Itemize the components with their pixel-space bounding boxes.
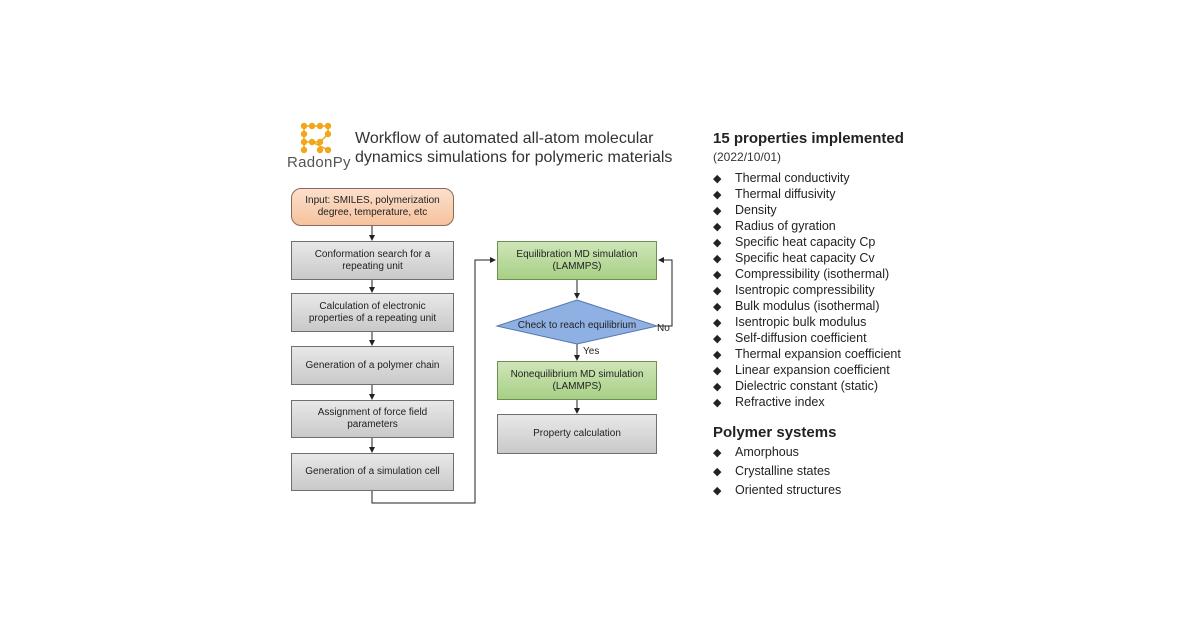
list-item: ◆ Specific heat capacity Cp: [713, 234, 901, 250]
diamond-bullet-icon: ◆: [713, 365, 722, 377]
list-item: ◆ Refractive index: [713, 394, 901, 410]
list-item-label: Isentropic compressibility: [735, 283, 875, 297]
list-item-label: Compressibility (isothermal): [735, 267, 890, 281]
list-item-label: Oriented structures: [735, 483, 842, 497]
list-item: ◆ Specific heat capacity Cv: [713, 250, 901, 266]
diamond-bullet-icon: ◆: [713, 221, 722, 233]
equilibration-box: Equilibration MD simulation (LAMMPS): [497, 241, 657, 280]
list-item: ◆ Thermal expansion coefficient: [713, 346, 901, 362]
property-calculation-label: Property calculation: [533, 428, 621, 439]
step-simulation-cell: Generation of a simulation cell: [291, 453, 454, 491]
list-item: ◆ Self-diffusion coefficient: [713, 330, 901, 346]
decision-label: Check to reach equilibrium: [517, 320, 637, 331]
diamond-bullet-icon: ◆: [713, 466, 722, 478]
equilibration-label: Equilibration MD simulation (LAMMPS): [516, 248, 638, 272]
list-item-label: Amorphous: [735, 445, 799, 459]
list-item: ◆ Linear expansion coefficient: [713, 362, 901, 378]
systems-title: Polymer systems: [713, 424, 837, 441]
list-item-label: Thermal expansion coefficient: [735, 347, 901, 361]
diamond-bullet-icon: ◆: [713, 333, 722, 345]
step-label: Generation of a simulation cell: [305, 466, 440, 477]
list-item: ◆ Thermal diffusivity: [713, 186, 901, 202]
radonpy-logo-icon: [300, 122, 332, 154]
properties-date: (2022/10/01): [713, 150, 782, 164]
diamond-bullet-icon: ◆: [713, 253, 722, 265]
diamond-bullet-icon: ◆: [713, 237, 722, 249]
step-label: Assignment of force field parameters: [317, 407, 428, 430]
logo-text: RadonPy: [287, 154, 351, 171]
list-item: ◆ Compressibility (isothermal): [713, 266, 901, 282]
list-item-label: Refractive index: [735, 395, 825, 409]
step-label: Generation of a polymer chain: [305, 359, 440, 371]
list-item-label: Crystalline states: [735, 464, 831, 478]
diamond-bullet-icon: ◆: [713, 173, 722, 185]
properties-list: ◆ Thermal conductivity ◆ Thermal diffusivit…: [713, 170, 901, 410]
list-item-label: Specific heat capacity Cv: [735, 251, 875, 265]
list-item: ◆ Density: [713, 202, 901, 218]
list-item-label: Dielectric constant (static): [735, 379, 879, 393]
list-item-label: Density: [735, 203, 777, 217]
diamond-bullet-icon: ◆: [713, 301, 722, 313]
diamond-bullet-icon: ◆: [713, 317, 722, 329]
list-item: ◆ Bulk modulus (isothermal): [713, 298, 901, 314]
diamond-bullet-icon: ◆: [713, 447, 722, 459]
diamond-bullet-icon: ◆: [713, 269, 722, 281]
input-box: Input: SMILES, polymerization degree, te…: [291, 188, 454, 226]
list-item: ◆ Isentropic bulk modulus: [713, 314, 901, 330]
step-label: Conformation search for a repeating unit: [314, 248, 431, 272]
list-item-label: Thermal conductivity: [735, 171, 850, 185]
list-item-label: Self-diffusion coefficient: [735, 331, 867, 345]
input-text: Input: SMILES, polymerization degree, te…: [305, 195, 440, 218]
step-electronic-properties: Calculation of electronic properties of …: [291, 293, 454, 332]
list-item: ◆ Thermal conductivity: [713, 170, 901, 186]
nonequilibrium-label: Nonequilibrium MD simulation (LAMMPS): [510, 368, 644, 392]
page-title: Workflow of automated all-atom molecular…: [355, 130, 673, 166]
step-conformation-search: Conformation search for a repeating unit: [291, 241, 454, 280]
list-item: ◆ Isentropic compressibility: [713, 282, 901, 298]
no-label: No: [657, 323, 670, 334]
list-item-label: Bulk modulus (isothermal): [735, 299, 880, 313]
list-item-label: Radius of gyration: [735, 219, 836, 233]
list-item: ◆ Dielectric constant (static): [713, 378, 901, 394]
list-item-label: Linear expansion coefficient: [735, 363, 890, 377]
nonequilibrium-box: Nonequilibrium MD simulation (LAMMPS): [497, 361, 657, 400]
list-item-label: Thermal diffusivity: [735, 187, 836, 201]
property-calculation-box: Property calculation: [497, 414, 657, 454]
list-item: ◆ Oriented structures: [713, 481, 841, 500]
diamond-bullet-icon: ◆: [713, 397, 722, 409]
diamond-bullet-icon: ◆: [713, 205, 722, 217]
properties-title: 15 properties implemented: [713, 130, 904, 147]
list-item: ◆ Crystalline states: [713, 462, 841, 481]
list-item: ◆ Amorphous: [713, 443, 841, 462]
list-item-label: Isentropic bulk modulus: [735, 315, 867, 329]
decision-diamond: [495, 299, 659, 345]
diamond-bullet-icon: ◆: [713, 381, 722, 393]
step-polymer-chain: Generation of a polymer chain: [291, 346, 454, 385]
list-item-label: Specific heat capacity Cp: [735, 235, 876, 249]
list-item: ◆ Radius of gyration: [713, 218, 901, 234]
diamond-bullet-icon: ◆: [713, 285, 722, 297]
diamond-bullet-icon: ◆: [713, 189, 722, 201]
step-label: Calculation of electronic properties of …: [308, 300, 437, 324]
step-force-field: Assignment of force field parameters: [291, 400, 454, 438]
systems-list: ◆ Amorphous ◆ Crystalline states ◆ Oriented s…: [713, 443, 841, 500]
diamond-bullet-icon: ◆: [713, 485, 722, 497]
yes-label: Yes: [583, 346, 600, 357]
diamond-bullet-icon: ◆: [713, 349, 722, 361]
